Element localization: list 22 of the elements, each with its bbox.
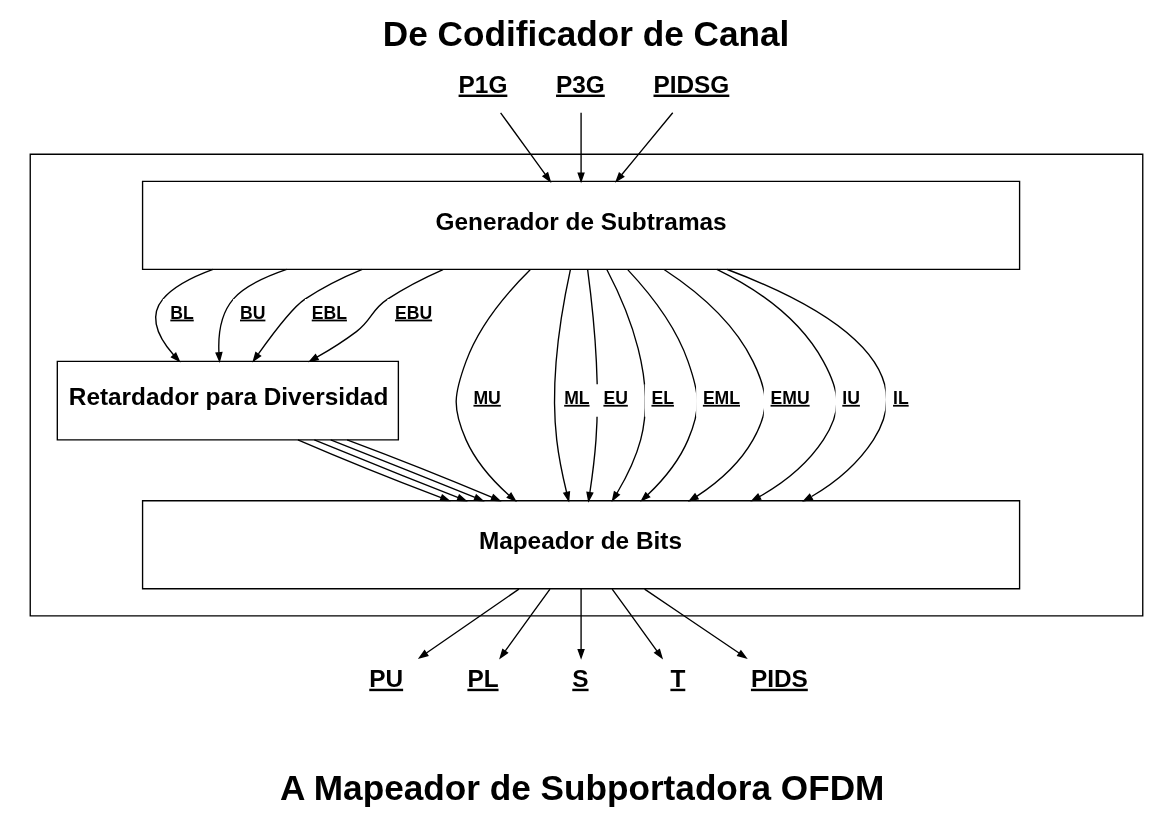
node-text: PU bbox=[369, 664, 404, 692]
edge-label: EL bbox=[651, 387, 674, 408]
edge-label: EML bbox=[702, 387, 740, 408]
edge-label: IL bbox=[893, 387, 909, 408]
edge-label: IU bbox=[842, 387, 860, 408]
node-text: PIDS bbox=[750, 664, 808, 692]
edge-label: EBL bbox=[311, 302, 347, 323]
edge-label: BU bbox=[240, 302, 266, 323]
node-text: PL bbox=[467, 664, 499, 692]
node-text: P3G bbox=[556, 70, 605, 98]
edge-label: MU bbox=[473, 387, 501, 408]
node-text: T bbox=[670, 664, 686, 692]
node-text: PIDSG bbox=[653, 70, 730, 98]
caption: A Mapeador de Subportadora OFDM bbox=[279, 767, 885, 807]
node-text: S bbox=[572, 664, 589, 692]
node-text: P1G bbox=[458, 70, 508, 98]
edge-label: EU bbox=[603, 387, 628, 408]
edge-label: ML bbox=[564, 387, 590, 408]
edge-label: EBU bbox=[394, 302, 433, 323]
diagram-title: De Codificador de Canal bbox=[382, 13, 790, 53]
edge-label: BL bbox=[170, 302, 194, 323]
edge-label: EMU bbox=[770, 387, 810, 408]
